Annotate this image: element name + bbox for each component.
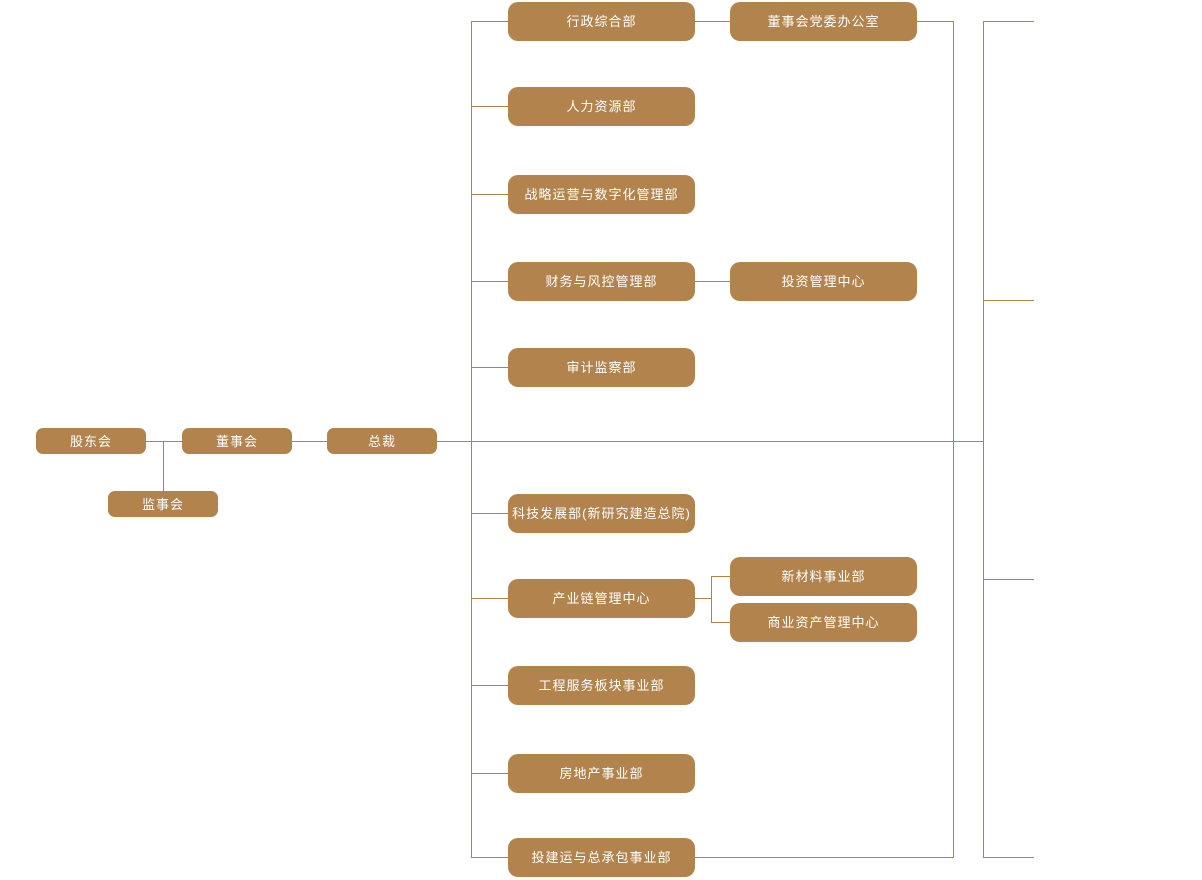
- org-node-engineering-services-division: 工程服务板块事业部: [508, 666, 695, 705]
- connector-line: [712, 576, 730, 577]
- org-node-strategy-ops-digital-dept: 战略运营与数字化管理部: [508, 175, 695, 214]
- connector-line: [711, 576, 712, 623]
- connector-line: [471, 21, 472, 858]
- connector-line: [471, 367, 508, 368]
- org-node-shareholders-meeting: 股东会: [36, 428, 146, 454]
- org-node-supervisory-board: 监事会: [108, 491, 218, 517]
- org-node-audit-supervision-dept: 审计监察部: [508, 348, 695, 387]
- connector-line: [983, 579, 1034, 580]
- org-node-admin-general-dept: 行政综合部: [508, 2, 695, 41]
- connector-line: [471, 773, 508, 774]
- connector-line: [471, 21, 508, 22]
- org-node-board-party-committee-office: 董事会党委办公室: [730, 2, 917, 41]
- org-node-president: 总裁: [327, 428, 437, 454]
- connector-line: [471, 194, 508, 195]
- connector-line: [917, 21, 953, 22]
- connector-line: [983, 300, 1034, 301]
- org-node-new-materials-division: 新材料事业部: [730, 557, 917, 596]
- connector-line: [695, 21, 730, 22]
- connector-line: [471, 685, 508, 686]
- org-node-industry-chain-management-center: 产业链管理中心: [508, 579, 695, 618]
- connector-line: [983, 21, 1034, 22]
- connector-line: [471, 106, 508, 107]
- org-node-finance-risk-control-dept: 财务与风控管理部: [508, 262, 695, 301]
- connector-line: [471, 281, 508, 282]
- org-node-commercial-asset-management-center: 商业资产管理中心: [730, 603, 917, 642]
- connector-line: [695, 857, 953, 858]
- connector-line: [471, 598, 508, 599]
- connector-line: [983, 857, 1034, 858]
- connector-line: [695, 598, 712, 599]
- connector-line: [712, 622, 730, 623]
- connector-line: [953, 21, 954, 858]
- connector-line: [983, 21, 984, 858]
- org-node-real-estate-division: 房地产事业部: [508, 754, 695, 793]
- connector-line: [471, 513, 508, 514]
- org-node-investment-management-center: 投资管理中心: [730, 262, 917, 301]
- org-node-tech-development-dept: 科技发展部(新研究建造总院): [508, 494, 695, 533]
- connector-line: [163, 441, 164, 491]
- connector-line: [471, 857, 508, 858]
- connector-line: [437, 441, 984, 442]
- org-node-investment-construction-epc-division: 投建运与总承包事业部: [508, 838, 695, 877]
- org-node-human-resources-dept: 人力资源部: [508, 87, 695, 126]
- connector-line: [292, 441, 327, 442]
- org-node-board-of-directors: 董事会: [182, 428, 292, 454]
- connector-line: [146, 441, 182, 442]
- connector-line: [695, 281, 730, 282]
